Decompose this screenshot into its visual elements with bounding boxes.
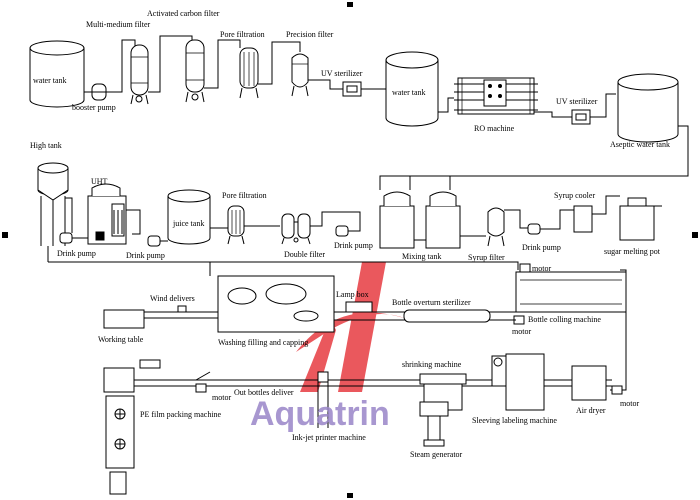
motor-1-label: motor <box>532 264 551 273</box>
activated-carbon-filter: Activated carbon filter <box>147 9 220 103</box>
drink-pump-1-label: Drink pump <box>57 249 96 258</box>
bottle-overturn-sterilizer-label: Bottle overturn sterilizer <box>392 298 471 307</box>
pore-filtration-2: Pore filtration <box>222 191 267 245</box>
uv-sterilizer-2-label: UV sterilizer <box>556 97 598 106</box>
double-filter-label: Double filter <box>284 250 325 259</box>
pore-filtration-1: Pore filtration <box>220 30 265 99</box>
sleeving-labeling-machine: Sleeving labeling machine <box>472 353 557 425</box>
ro-machine-label: RO machine <box>474 124 515 133</box>
multi-medium-filter: Multi-medium filter <box>86 20 151 105</box>
uv-sterilizer-1-label: UV sterilizer <box>321 69 363 78</box>
watermark-text: Aquatrin <box>250 395 390 433</box>
uv-sterilizer-1: UV sterilizer <box>321 69 363 97</box>
working-table-label: Working table <box>98 335 144 344</box>
bottle-colling-machine: Bottle colling machine <box>515 271 627 324</box>
mixing-tank-label: Mixing tank <box>402 252 441 261</box>
ink-jet-printer-machine-label: Ink-jet printer machine <box>292 433 366 442</box>
sugar-melting-pot-label: sugar melting pot <box>604 247 661 256</box>
uv-sterilizer-2: UV sterilizer <box>556 97 598 125</box>
pe-film-packing-machine-label: PE film packing machine <box>140 410 222 419</box>
drink-pump-3-label: Drink pump <box>334 241 373 250</box>
syrup-filter-label: Syrup filter <box>468 253 505 262</box>
aseptic-water-tank: Aseptic water tank <box>610 73 679 149</box>
motor-3: motor <box>195 371 231 402</box>
motor-4: motor <box>611 385 639 408</box>
washing-filling-capping-label: Washing filling and capping <box>218 338 308 347</box>
syrup-cooler-label: Syrup cooler <box>554 191 595 200</box>
lamp-box-label: Lamp box <box>336 290 369 299</box>
syrup-filter: Syrup filter <box>468 207 505 262</box>
high-tank: High tank <box>30 141 69 246</box>
drink-pump-2: Drink pump <box>126 235 165 260</box>
precision-filter-label: Precision filter <box>286 30 334 39</box>
frame-marker-left <box>2 232 8 238</box>
booster-pump-label: booster pump <box>72 103 116 112</box>
sleeving-labeling-machine-label: Sleeving labeling machine <box>472 416 557 425</box>
out-bottles-deliver-label: Out bottles deliver <box>234 388 294 397</box>
syrup-cooler: Syrup cooler <box>554 191 595 233</box>
uht-label: UHT <box>91 177 108 186</box>
motor-4-label: motor <box>620 399 639 408</box>
water-tank-1: water tank <box>29 40 85 108</box>
juice-tank-label: juice tank <box>172 219 204 228</box>
pe-film-packing-machine: PE film packing machine <box>103 359 222 495</box>
pore-filtration-1-label: Pore filtration <box>220 30 265 39</box>
water-tank-2: water tank <box>385 51 439 127</box>
drink-pump-2-label: Drink pump <box>126 251 165 260</box>
steam-generator-label: Steam generator <box>410 450 463 459</box>
aseptic-water-tank-label: Aseptic water tank <box>610 140 670 149</box>
bottle-overturn-sterilizer: Bottle overturn sterilizer <box>392 298 491 323</box>
multi-medium-filter-label: Multi-medium filter <box>86 20 151 29</box>
water-tank-1-label: water tank <box>33 76 67 85</box>
washing-filling-capping-machine: Washing filling and capping <box>217 275 335 347</box>
water-tank-2-label: water tank <box>392 88 426 97</box>
bottle-colling-machine-label: Bottle colling machine <box>528 315 601 324</box>
uht-machine: UHT <box>87 177 127 245</box>
out-bottles-deliver: Out bottles deliver <box>234 388 294 397</box>
ink-jet-printer-machine: Ink-jet printer machine <box>292 371 366 442</box>
precision-filter: Precision filter <box>286 30 334 97</box>
drink-pump-4-label: Drink pump <box>522 243 561 252</box>
working-table: Working table <box>98 309 145 344</box>
shrinking-machine-label: shrinking machine <box>402 360 462 369</box>
motor-3-label: motor <box>212 393 231 402</box>
drink-pump-4: Drink pump <box>522 223 561 252</box>
pore-filtration-2-label: Pore filtration <box>222 191 267 200</box>
double-filter: Double filter <box>281 213 325 259</box>
frame-marker-right <box>692 232 698 238</box>
frame-marker-bottom <box>347 493 353 498</box>
drink-pump-3: Drink pump <box>334 225 373 250</box>
mixing-tank: Mixing tank <box>379 191 461 261</box>
activated-carbon-filter-label: Activated carbon filter <box>147 9 220 18</box>
juice-tank: juice tank <box>167 189 211 245</box>
high-tank-label: High tank <box>30 141 62 150</box>
sugar-melting-pot: sugar melting pot <box>604 197 662 256</box>
air-dryer-label: Air dryer <box>576 406 606 415</box>
ro-machine: RO machine <box>454 77 538 133</box>
frame-marker-top <box>347 2 353 7</box>
motor-2-label: motor <box>512 327 531 336</box>
wind-delivers: Wind delivers <box>150 294 195 313</box>
wind-delivers-label: Wind delivers <box>150 294 195 303</box>
steam-generator: Steam generator <box>410 401 463 459</box>
air-dryer: Air dryer <box>571 365 607 415</box>
